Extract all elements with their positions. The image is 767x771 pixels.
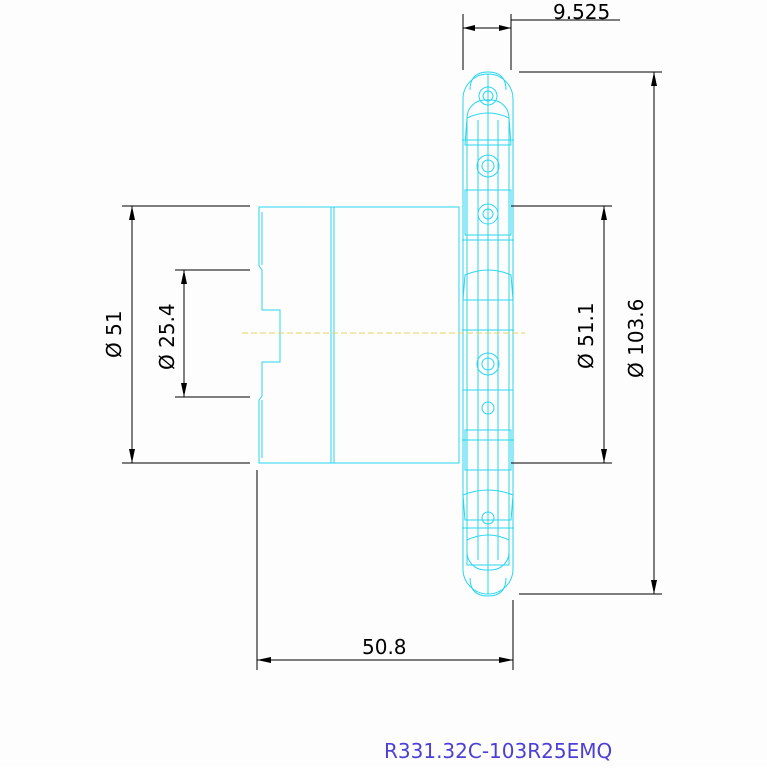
shank-outline xyxy=(258,206,460,464)
insert-segment-5 xyxy=(464,429,512,471)
insert-segment-2 xyxy=(464,189,512,236)
part-number-label: R331.32C-103R25EMQ xyxy=(384,739,612,763)
screw-4 xyxy=(476,352,500,376)
screw-6 xyxy=(481,511,495,525)
dim-length: 50.8 xyxy=(362,635,407,659)
screw-5 xyxy=(481,401,495,415)
dim-diameter-mid: Ø 51.1 xyxy=(574,302,598,369)
screw-1 xyxy=(478,86,498,106)
insert-segment-6 xyxy=(462,489,514,521)
screw-2 xyxy=(476,154,500,178)
dim-diameter-bore: Ø 25.4 xyxy=(155,303,179,370)
part-geometry xyxy=(258,71,514,597)
dim-diameter-outer: Ø 103.6 xyxy=(624,299,648,378)
insert-segment-3 xyxy=(462,269,514,301)
insert-segment-7 xyxy=(466,534,510,566)
screw-3 xyxy=(477,203,499,225)
dim-width-top: 9.525 xyxy=(553,0,610,24)
arrowheads xyxy=(129,25,657,663)
dim-diameter-shank: Ø 51 xyxy=(102,310,126,358)
